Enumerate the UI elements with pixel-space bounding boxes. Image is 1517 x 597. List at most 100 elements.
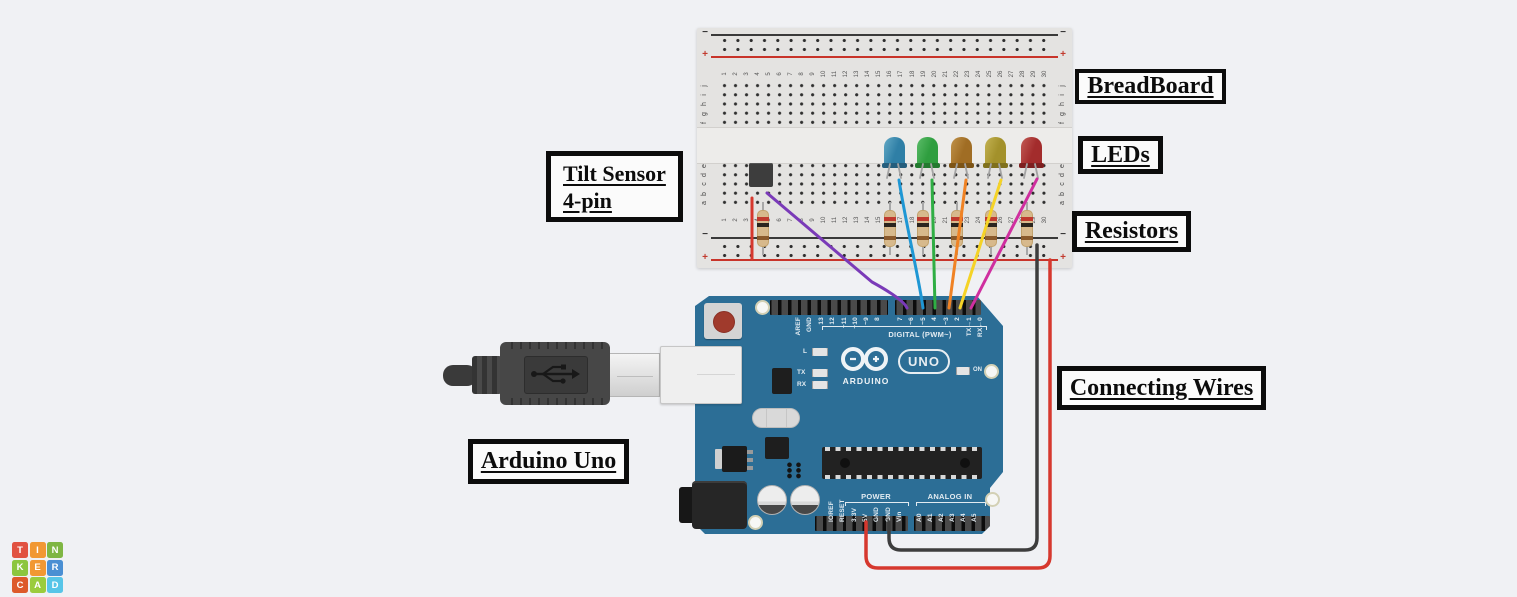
resistor-band-3: [951, 236, 963, 240]
resistor-band-1: [757, 217, 769, 221]
usb-cable-strain-relief[interactable]: [472, 356, 502, 394]
resistors-tag: Resistors: [1072, 211, 1191, 252]
column-number-bottom-2: 2: [733, 218, 740, 222]
logo-tile-A: A: [29, 577, 46, 593]
usb-plug-panel: [524, 356, 588, 394]
column-number-bottom-8: 8: [799, 218, 806, 222]
digital-pin-label-~10: ~10: [852, 317, 859, 329]
mounting-hole-top-left: [755, 300, 770, 315]
column-number-bottom-1: 1: [722, 218, 728, 222]
power-pin-label-RESET: RESET: [839, 499, 846, 522]
column-number-top-2: 2: [733, 72, 740, 76]
resistor-2[interactable]: [883, 202, 897, 255]
column-number-bottom-12: 12: [843, 216, 850, 224]
ic-indent-right: [960, 458, 970, 468]
column-number-top-29: 29: [1030, 70, 1037, 78]
led-blue[interactable]: [881, 137, 907, 168]
capacitor-2: [790, 485, 820, 515]
digital-header-right[interactable]: [895, 300, 981, 315]
column-number-bottom-30: 30: [1041, 216, 1048, 224]
top-rail-positive-line: [711, 56, 1058, 58]
led-yellow[interactable]: [982, 137, 1008, 168]
resistor-band-2: [985, 223, 997, 227]
arduino-uno-tag: Arduino Uno: [468, 439, 629, 484]
logo-tile-T: T: [12, 542, 28, 558]
column-number-top-26: 26: [997, 70, 1004, 78]
resistor-body: [884, 210, 896, 247]
grid-holes-top-block[interactable]: [719, 81, 1051, 127]
breadboard-tag-text: BreadBoard: [1087, 73, 1214, 99]
usb-cable-plug[interactable]: [500, 342, 610, 405]
column-number-bottom-23: 23: [964, 216, 971, 224]
digital-pin-label-~11: ~11: [841, 317, 848, 329]
resistor-4[interactable]: [950, 202, 964, 255]
column-number-bottom-14: 14: [865, 216, 872, 224]
column-number-bottom-11: 11: [832, 216, 839, 224]
builtin-led-l: [812, 348, 828, 356]
resistor-band-3: [884, 236, 896, 240]
analog-pin-label-A1: A1: [927, 513, 934, 522]
logo-tile-R: R: [47, 559, 63, 576]
power-barrel-jack[interactable]: [679, 481, 747, 529]
usb-port[interactable]: [660, 346, 742, 404]
analog-pin-label-A4: A4: [960, 513, 967, 522]
resistor-band-1: [985, 217, 997, 221]
smd-component: [765, 437, 789, 459]
digital-pin-label-TX→1: TX→1: [966, 317, 973, 337]
resistor-6[interactable]: [1020, 202, 1034, 255]
power-pin-label-GND: GND: [885, 506, 892, 522]
led-amber[interactable]: [948, 137, 974, 168]
digital-pin-label-13: 13: [818, 317, 825, 325]
resistor-body: [1021, 210, 1033, 247]
leds-tag-text: LEDs: [1091, 141, 1150, 168]
column-number-bottom-3: 3: [744, 218, 751, 222]
power-pin-label-5V: 5V: [862, 513, 869, 522]
row-letter-right-a: a: [1059, 200, 1066, 205]
power-pin-label-GND: GND: [873, 506, 880, 522]
led-rx-label: RX: [797, 381, 807, 388]
icsp-header[interactable]: [785, 462, 803, 479]
logo-tile-K: K: [12, 559, 28, 576]
usb-trident-icon: [531, 364, 580, 384]
reset-button[interactable]: [704, 303, 742, 339]
logo-tile-C: C: [12, 577, 28, 593]
rail-minus-sign: −: [1060, 27, 1066, 38]
usb-interface-chip: [772, 368, 792, 394]
led-red[interactable]: [1018, 137, 1044, 168]
digital-header-left[interactable]: [770, 300, 888, 315]
column-number-bottom-6: 6: [777, 218, 784, 222]
tilt-sensor[interactable]: [749, 163, 773, 187]
resistor-1[interactable]: [756, 202, 770, 255]
builtin-led-rx: [812, 381, 828, 389]
reset-button-cap[interactable]: [713, 311, 735, 333]
column-number-bottom-17: 17: [898, 216, 905, 224]
top-rail-holes[interactable]: [718, 36, 1051, 54]
resistor-band-3: [917, 236, 929, 240]
usb-cable-tip[interactable]: [443, 365, 477, 386]
voltage-regulator: [715, 446, 753, 472]
tilt-sensor-tag-line2: 4-pin: [563, 187, 612, 213]
usb-cable-connector[interactable]: [608, 353, 660, 397]
digital-pin-label-8: 8: [874, 317, 881, 321]
column-number-top-1: 1: [722, 72, 728, 76]
connecting-wires-tag-text: Connecting Wires: [1069, 374, 1254, 401]
barrel-jack-opening: [679, 487, 695, 523]
digital-pin-label-~3: ~3: [943, 317, 950, 325]
column-number-top-23: 23: [964, 70, 971, 78]
resistor-3[interactable]: [916, 202, 930, 255]
resistor-body: [985, 210, 997, 247]
row-letter-right-c: c: [1059, 182, 1066, 187]
power-pin-label-Vin: Vin: [896, 511, 903, 522]
resistor-band-3: [757, 236, 769, 240]
mounting-hole-bottom-left: [748, 515, 763, 530]
row-letter-left-c: c: [701, 182, 708, 187]
led-l-label: L: [803, 348, 807, 355]
ic-indent-left: [840, 458, 850, 468]
led-green[interactable]: [914, 137, 940, 168]
resistor-body: [951, 210, 963, 247]
column-number-bottom-24: 24: [975, 216, 982, 224]
column-number-top-19: 19: [920, 70, 927, 78]
atmega-ic-chip: [822, 447, 982, 479]
resistor-5[interactable]: [984, 202, 998, 255]
logo-tile-I: I: [29, 542, 46, 558]
